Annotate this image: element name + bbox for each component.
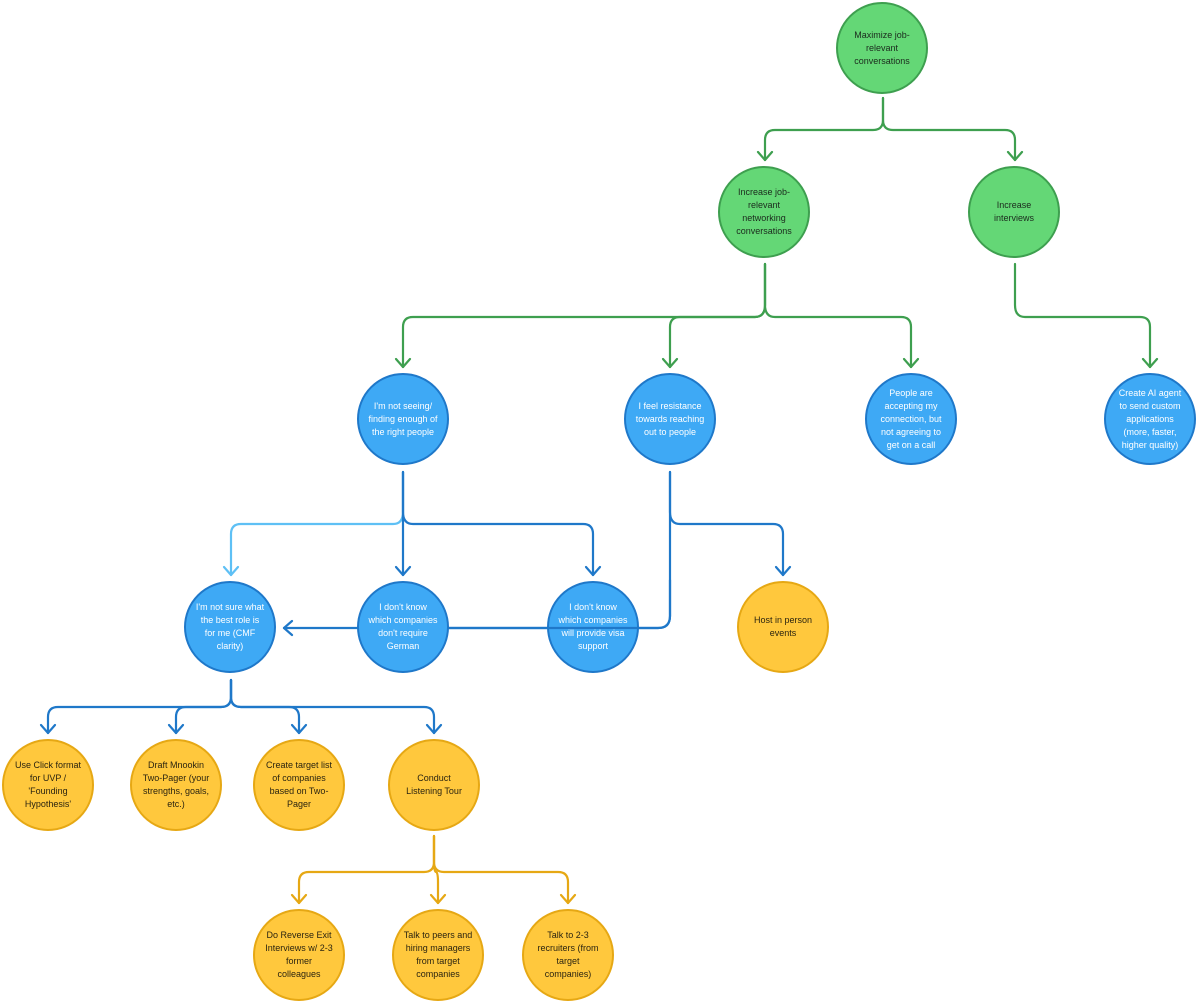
arrowhead (222, 565, 240, 577)
node-increase-networking[interactable]: Increase job-relevant networking convers… (718, 166, 810, 258)
edge-listening-recruiters (432, 834, 570, 905)
arrowhead (1006, 150, 1024, 162)
arrowhead (290, 893, 308, 905)
node-listening-tour[interactable]: Conduct Listening Tour (388, 739, 480, 831)
node-mnookin-two-pager[interactable]: Draft Mnookin Two-Pager (your strengths,… (130, 739, 222, 831)
arrowhead (39, 723, 57, 735)
arrowhead (290, 723, 308, 735)
edge-root-interviews (881, 96, 1017, 162)
node-host-events[interactable]: Host in person events (737, 581, 829, 673)
node-target-list[interactable]: Create target list of companies based on… (253, 739, 345, 831)
arrowhead (584, 565, 602, 577)
node-not-seeing-people[interactable]: I'm not seeing/ finding enough of the ri… (357, 373, 449, 465)
arrowhead (429, 893, 447, 905)
arrowhead (394, 565, 412, 577)
node-accepting-not-calling[interactable]: People are accepting my connection, but … (865, 373, 957, 465)
edge-not-sure-listening-tour (229, 678, 436, 735)
arrowhead (282, 619, 294, 637)
node-click-format[interactable]: Use Click format for UVP / 'Founding Hyp… (2, 739, 94, 831)
edge-resistance-host-events (668, 470, 785, 577)
edge-networking-accepting (763, 262, 913, 369)
edge-networking-resistance (668, 262, 767, 369)
node-talk-to-peers[interactable]: Talk to peers and hiring managers from t… (392, 909, 484, 1001)
node-not-sure-role[interactable]: I'm not sure what the best role is for m… (184, 581, 276, 673)
node-resistance-reaching-out[interactable]: I feel resistance towards reaching out t… (624, 373, 716, 465)
arrowhead (425, 723, 443, 735)
arrowhead (902, 357, 920, 369)
edge-listening-reverse-exit (297, 834, 436, 905)
node-increase-interviews[interactable]: Increase interviews (968, 166, 1060, 258)
edge-not-seeing-visa (401, 470, 595, 577)
edge-not-seeing-not-sure (229, 470, 405, 577)
node-maximize-conversations[interactable]: Maximize job-relevant conversations (836, 2, 928, 94)
arrowhead (394, 357, 412, 369)
edge-networking-not-seeing (401, 262, 767, 369)
arrowhead (661, 357, 679, 369)
arrowhead (1141, 357, 1159, 369)
edge-root-networking (763, 96, 885, 162)
arrowhead (756, 150, 774, 162)
edge-not-sure-mnookin (174, 678, 233, 735)
edge-interviews-ai-agent (1013, 262, 1152, 369)
arrowhead (774, 565, 792, 577)
node-ai-agent[interactable]: Create AI agent to send custom applicati… (1104, 373, 1196, 465)
arrowhead (559, 893, 577, 905)
arrowhead (167, 723, 185, 735)
node-visa-support[interactable]: I don't know which companies will provid… (547, 581, 639, 673)
node-german-requirement[interactable]: I don't know which companies don't requi… (357, 581, 449, 673)
node-reverse-exit-interviews[interactable]: Do Reverse Exit Interviews w/ 2-3 former… (253, 909, 345, 1001)
node-talk-to-recruiters[interactable]: Talk to 2-3 recruiters (from target comp… (522, 909, 614, 1001)
